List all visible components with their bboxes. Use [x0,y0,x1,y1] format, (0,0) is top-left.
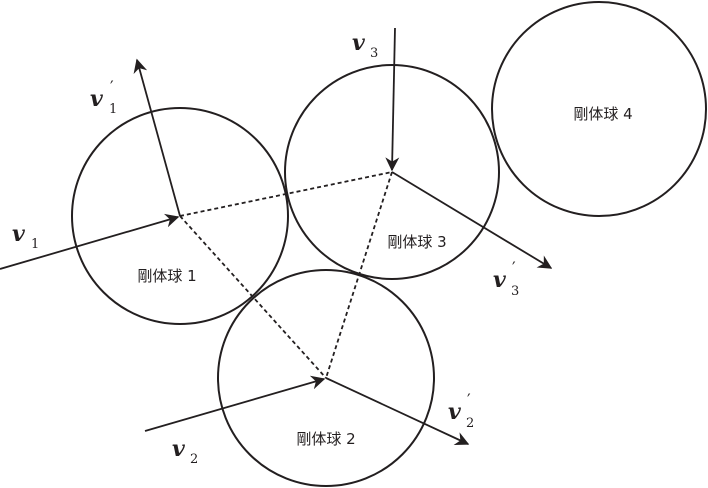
velocity-arrow-v2 [144,375,326,432]
rigid-ball-3 [284,64,500,280]
vector-label-v3: v 3 [352,30,378,61]
svg-text:3: 3 [511,284,519,299]
center-link-1-3 [179,171,393,217]
vector-label-v1: v 1 [12,221,39,252]
rigid-ball-1 [71,107,289,325]
svg-text:v: v [493,267,506,293]
svg-text:′: ′ [110,77,114,96]
svg-text:v: v [12,221,25,247]
ball-label-3: 剛体球 3 [387,233,446,251]
center-link-1-2 [179,215,327,379]
ball-label-2: 剛体球 2 [296,430,355,448]
svg-text:′: ′ [512,258,516,277]
vector-label-v2-prime: v ′ 2 [448,390,474,431]
svg-text:v: v [172,436,185,462]
velocity-arrow-v3-prime [391,171,553,269]
vector-label-v3-prime: v ′ 3 [493,258,519,299]
rigid-ball-4 [491,1,707,217]
center-link-3-2 [325,171,393,379]
svg-text:1: 1 [31,237,39,252]
velocity-arrow-v2-prime [325,377,470,446]
velocity-arrow-v3 [385,27,400,172]
velocity-arrow-v1-prime [133,58,181,217]
svg-text:2: 2 [466,416,474,431]
svg-text:v: v [352,30,365,56]
vector-label-v2: v 2 [172,436,198,467]
svg-text:v: v [90,86,103,112]
ball-label-4: 剛体球 4 [573,105,632,123]
svg-text:v: v [448,399,461,425]
svg-text:1: 1 [109,102,117,117]
svg-text:3: 3 [370,46,378,61]
svg-text:2: 2 [190,452,198,467]
ball-label-1: 剛体球 1 [137,267,196,285]
vector-label-v1-prime: v ′ 1 [90,77,117,117]
rigid-ball-2 [217,269,435,487]
svg-text:′: ′ [467,390,471,409]
velocity-arrow-v1 [0,213,180,270]
